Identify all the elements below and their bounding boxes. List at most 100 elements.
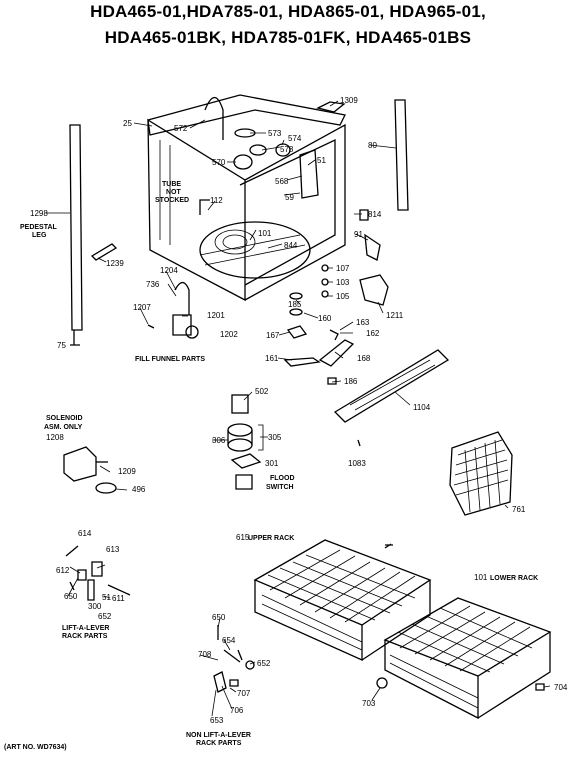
pedestal-leg	[69, 124, 83, 346]
callout-101-lower: 101	[474, 573, 488, 582]
solenoid-assembly	[63, 446, 117, 494]
callout-568: 568	[275, 177, 289, 186]
callout-574: 574	[288, 134, 302, 143]
callout-611: 611	[112, 594, 125, 603]
art-number: (ART NO. WD7634)	[4, 744, 67, 751]
lower-rack	[376, 597, 552, 720]
callout-80: 80	[368, 141, 377, 150]
callout-186: 186	[344, 377, 358, 386]
callout-160: 160	[318, 314, 332, 323]
bracket-1309	[316, 101, 346, 113]
callout-814: 814	[368, 210, 382, 219]
callout-1201: 1201	[207, 311, 225, 320]
caption-tube-2: NOT	[166, 189, 182, 196]
callout-1104: 1104	[413, 403, 431, 412]
callout-1209: 1209	[118, 467, 136, 476]
callout-1211: 1211	[386, 311, 404, 320]
caption-tube-1: TUBE	[162, 181, 181, 188]
silverware-basket	[449, 431, 513, 516]
callout-1298: 1298	[30, 209, 48, 218]
callout-105: 105	[336, 292, 350, 301]
callout-168: 168	[357, 354, 371, 363]
callout-91: 91	[354, 230, 363, 239]
motor-parts	[227, 394, 264, 490]
callout-652-b: 652	[257, 659, 271, 668]
callout-703: 703	[362, 699, 376, 708]
callout-301: 301	[265, 459, 279, 468]
lift-a-lever-parts	[65, 545, 131, 601]
callout-736: 736	[146, 280, 160, 289]
callout-306: 306	[212, 436, 226, 445]
caption-solenoid-2: ASM. ONLY	[44, 424, 83, 431]
leader-lines	[46, 100, 551, 717]
callout-162: 162	[366, 329, 380, 338]
callout-112: 112	[210, 196, 223, 205]
callout-1202: 1202	[220, 330, 238, 339]
callout-614: 614	[78, 529, 92, 538]
callout-1083: 1083	[348, 459, 366, 468]
callout-502: 502	[255, 387, 269, 396]
callout-labels: 25 572 573 574 578 570 51 568 59 1309 80…	[20, 96, 568, 747]
callout-650-b: 650	[212, 613, 226, 622]
callout-650: 650	[64, 592, 78, 601]
callout-612: 612	[56, 566, 70, 575]
callout-1207: 1207	[133, 303, 151, 312]
caption-flood-2: SWITCH	[266, 484, 294, 491]
callout-1204: 1204	[160, 266, 178, 275]
callout-652: 652	[98, 612, 112, 621]
callout-51: 51	[317, 156, 326, 165]
callout-707: 707	[237, 689, 251, 698]
caption-lower-rack: LOWER RACK	[490, 575, 538, 582]
caption-upper-rack: UPPER RACK	[248, 535, 294, 542]
small-parts-right	[283, 209, 389, 385]
caption-non-lift-1: NON LIFT-A-LEVER	[186, 732, 251, 739]
trim-bar-1104	[333, 349, 450, 423]
callout-167: 167	[266, 331, 280, 340]
callout-305: 305	[268, 433, 282, 442]
callout-570: 570	[212, 158, 226, 167]
side-rail-80	[394, 99, 409, 211]
callout-1208: 1208	[46, 433, 64, 442]
fill-funnel-parts	[147, 281, 199, 339]
callout-25: 25	[123, 119, 132, 128]
caption-lift-lever-2: RACK PARTS	[62, 633, 108, 640]
callout-761: 761	[512, 505, 526, 514]
callout-578: 578	[280, 145, 294, 154]
callout-101: 101	[258, 229, 272, 238]
non-lift-a-lever-parts	[213, 625, 255, 693]
callout-704: 704	[554, 683, 568, 692]
callout-613: 613	[106, 545, 120, 554]
callout-1239: 1239	[106, 259, 124, 268]
part-1083	[357, 439, 361, 447]
model-list-line-2: HDA465-01BK, HDA785-01FK, HDA465-01BS	[104, 28, 472, 47]
callout-185: 185	[288, 300, 302, 309]
callout-654: 654	[222, 636, 236, 645]
caption-pedestal-1: PEDESTAL	[20, 224, 58, 231]
caption-solenoid-1: SOLENOID	[46, 415, 83, 422]
callout-572: 572	[174, 124, 188, 133]
caption-tube-3: STOCKED	[155, 197, 189, 204]
callout-75: 75	[57, 341, 66, 350]
caption-lift-lever-1: LIFT-A-LEVER	[62, 625, 109, 632]
callout-59: 59	[285, 193, 294, 202]
callout-844: 844	[284, 241, 298, 250]
caption-pedestal-2: LEG	[32, 232, 47, 239]
callout-51-lever: 51	[102, 593, 111, 602]
callout-163: 163	[356, 318, 370, 327]
hose-1239	[90, 243, 118, 261]
callout-706: 706	[230, 706, 244, 715]
callout-708: 708	[198, 650, 212, 659]
callout-107: 107	[336, 264, 350, 273]
callout-615: 615	[236, 533, 250, 542]
model-list-line-1: HDA465-01,HDA785-01, HDA865-01, HDA965-0…	[90, 2, 486, 21]
callout-1309: 1309	[340, 96, 358, 105]
upper-rack	[253, 539, 432, 662]
caption-flood-1: FLOOD	[270, 475, 295, 482]
tub-assembly	[147, 94, 346, 302]
callout-653: 653	[210, 716, 224, 725]
caption-fill-funnel: FILL FUNNEL PARTS	[135, 356, 205, 363]
caption-non-lift-2: RACK PARTS	[196, 740, 242, 747]
callout-103: 103	[336, 278, 350, 287]
callout-161: 161	[265, 354, 279, 363]
